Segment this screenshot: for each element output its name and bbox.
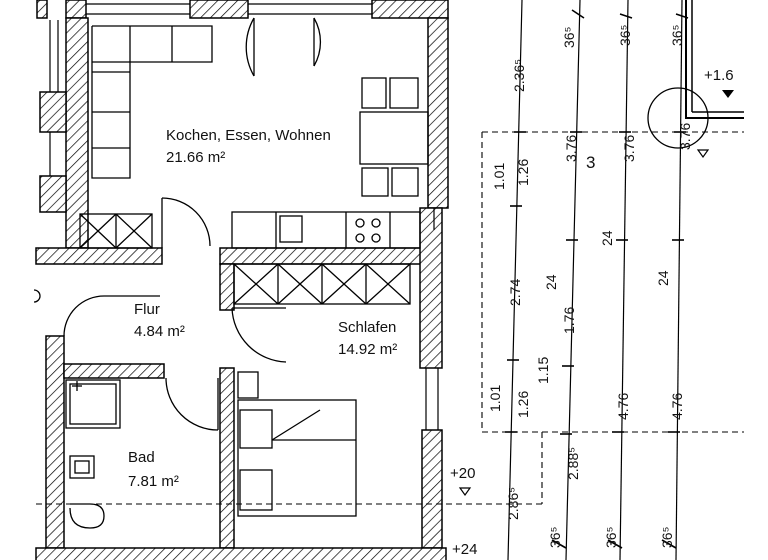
room-name-schlafen: Schlafen bbox=[338, 319, 396, 336]
dim-col4-5: 36⁵ bbox=[659, 527, 675, 548]
room-area-kochen: 21.66 m² bbox=[166, 149, 225, 166]
dim-col2-5: 1.26 bbox=[515, 391, 531, 418]
section-number: 3 bbox=[586, 153, 595, 172]
room-area-bad: 7.81 m² bbox=[128, 473, 179, 490]
dim-col3-1: 36⁵ bbox=[617, 25, 633, 46]
dim-col3-2: 3.76 bbox=[563, 135, 579, 162]
dimension-lines bbox=[505, 0, 744, 560]
dim-corner: 3.76 bbox=[677, 123, 693, 150]
bedroom-furniture bbox=[33, 197, 411, 517]
dim-col1-3: 2.74 bbox=[507, 279, 523, 306]
dim-col1-5: 2.86⁵ bbox=[505, 487, 521, 520]
dim-col4-3: 24 bbox=[655, 270, 671, 286]
dim-col2-1: 36⁵ bbox=[561, 27, 577, 48]
dim-col4-1: 36⁵ bbox=[669, 25, 685, 46]
dim-col3-4: 4.76 bbox=[615, 393, 631, 420]
level-top-right: +1.6 bbox=[704, 67, 734, 84]
dim-col4-4: 4.76 bbox=[669, 393, 685, 420]
dim-col2-7: 2.88⁵ bbox=[565, 447, 581, 480]
room-labels: Kochen, Essen, Wohnen 21.66 m² Flur 4.84… bbox=[128, 127, 397, 490]
dimension-labels: 2.36⁵ 1.01 2.74 1.01 2.86⁵ 36⁵ 1.26 24 1… bbox=[487, 25, 693, 548]
dim-col2-6: 1.15 bbox=[535, 357, 551, 384]
dim-col4-2: 3.76 bbox=[621, 135, 637, 162]
level-bottom: +24 bbox=[452, 541, 477, 558]
dim-col2-4: 1.76 bbox=[561, 307, 577, 334]
dim-col3-5: 36⁵ bbox=[603, 527, 619, 548]
room-name-flur: Flur bbox=[134, 301, 160, 318]
room-area-flur: 4.84 m² bbox=[134, 323, 185, 340]
level-markers: +1.6 +20 +24 bbox=[450, 67, 734, 558]
dim-col1-4: 1.01 bbox=[487, 385, 503, 412]
dim-col3-3: 24 bbox=[599, 230, 615, 246]
kitchen-furniture bbox=[79, 17, 429, 249]
dim-col2-8: 36⁵ bbox=[547, 527, 563, 548]
level-mid: +20 bbox=[450, 465, 475, 482]
room-name-bad: Bad bbox=[128, 449, 155, 466]
room-name-kochen: Kochen, Essen, Wohnen bbox=[166, 127, 331, 144]
windows bbox=[49, 3, 439, 430]
dim-col1-2: 1.01 bbox=[491, 163, 507, 190]
bathroom-fixtures bbox=[65, 379, 121, 529]
dim-col2-3: 24 bbox=[543, 274, 559, 290]
dim-col2-2: 1.26 bbox=[515, 159, 531, 186]
room-area-schlafen: 14.92 m² bbox=[338, 341, 397, 358]
walls bbox=[35, 0, 449, 560]
dim-col1-1: 2.36⁵ bbox=[511, 59, 527, 92]
